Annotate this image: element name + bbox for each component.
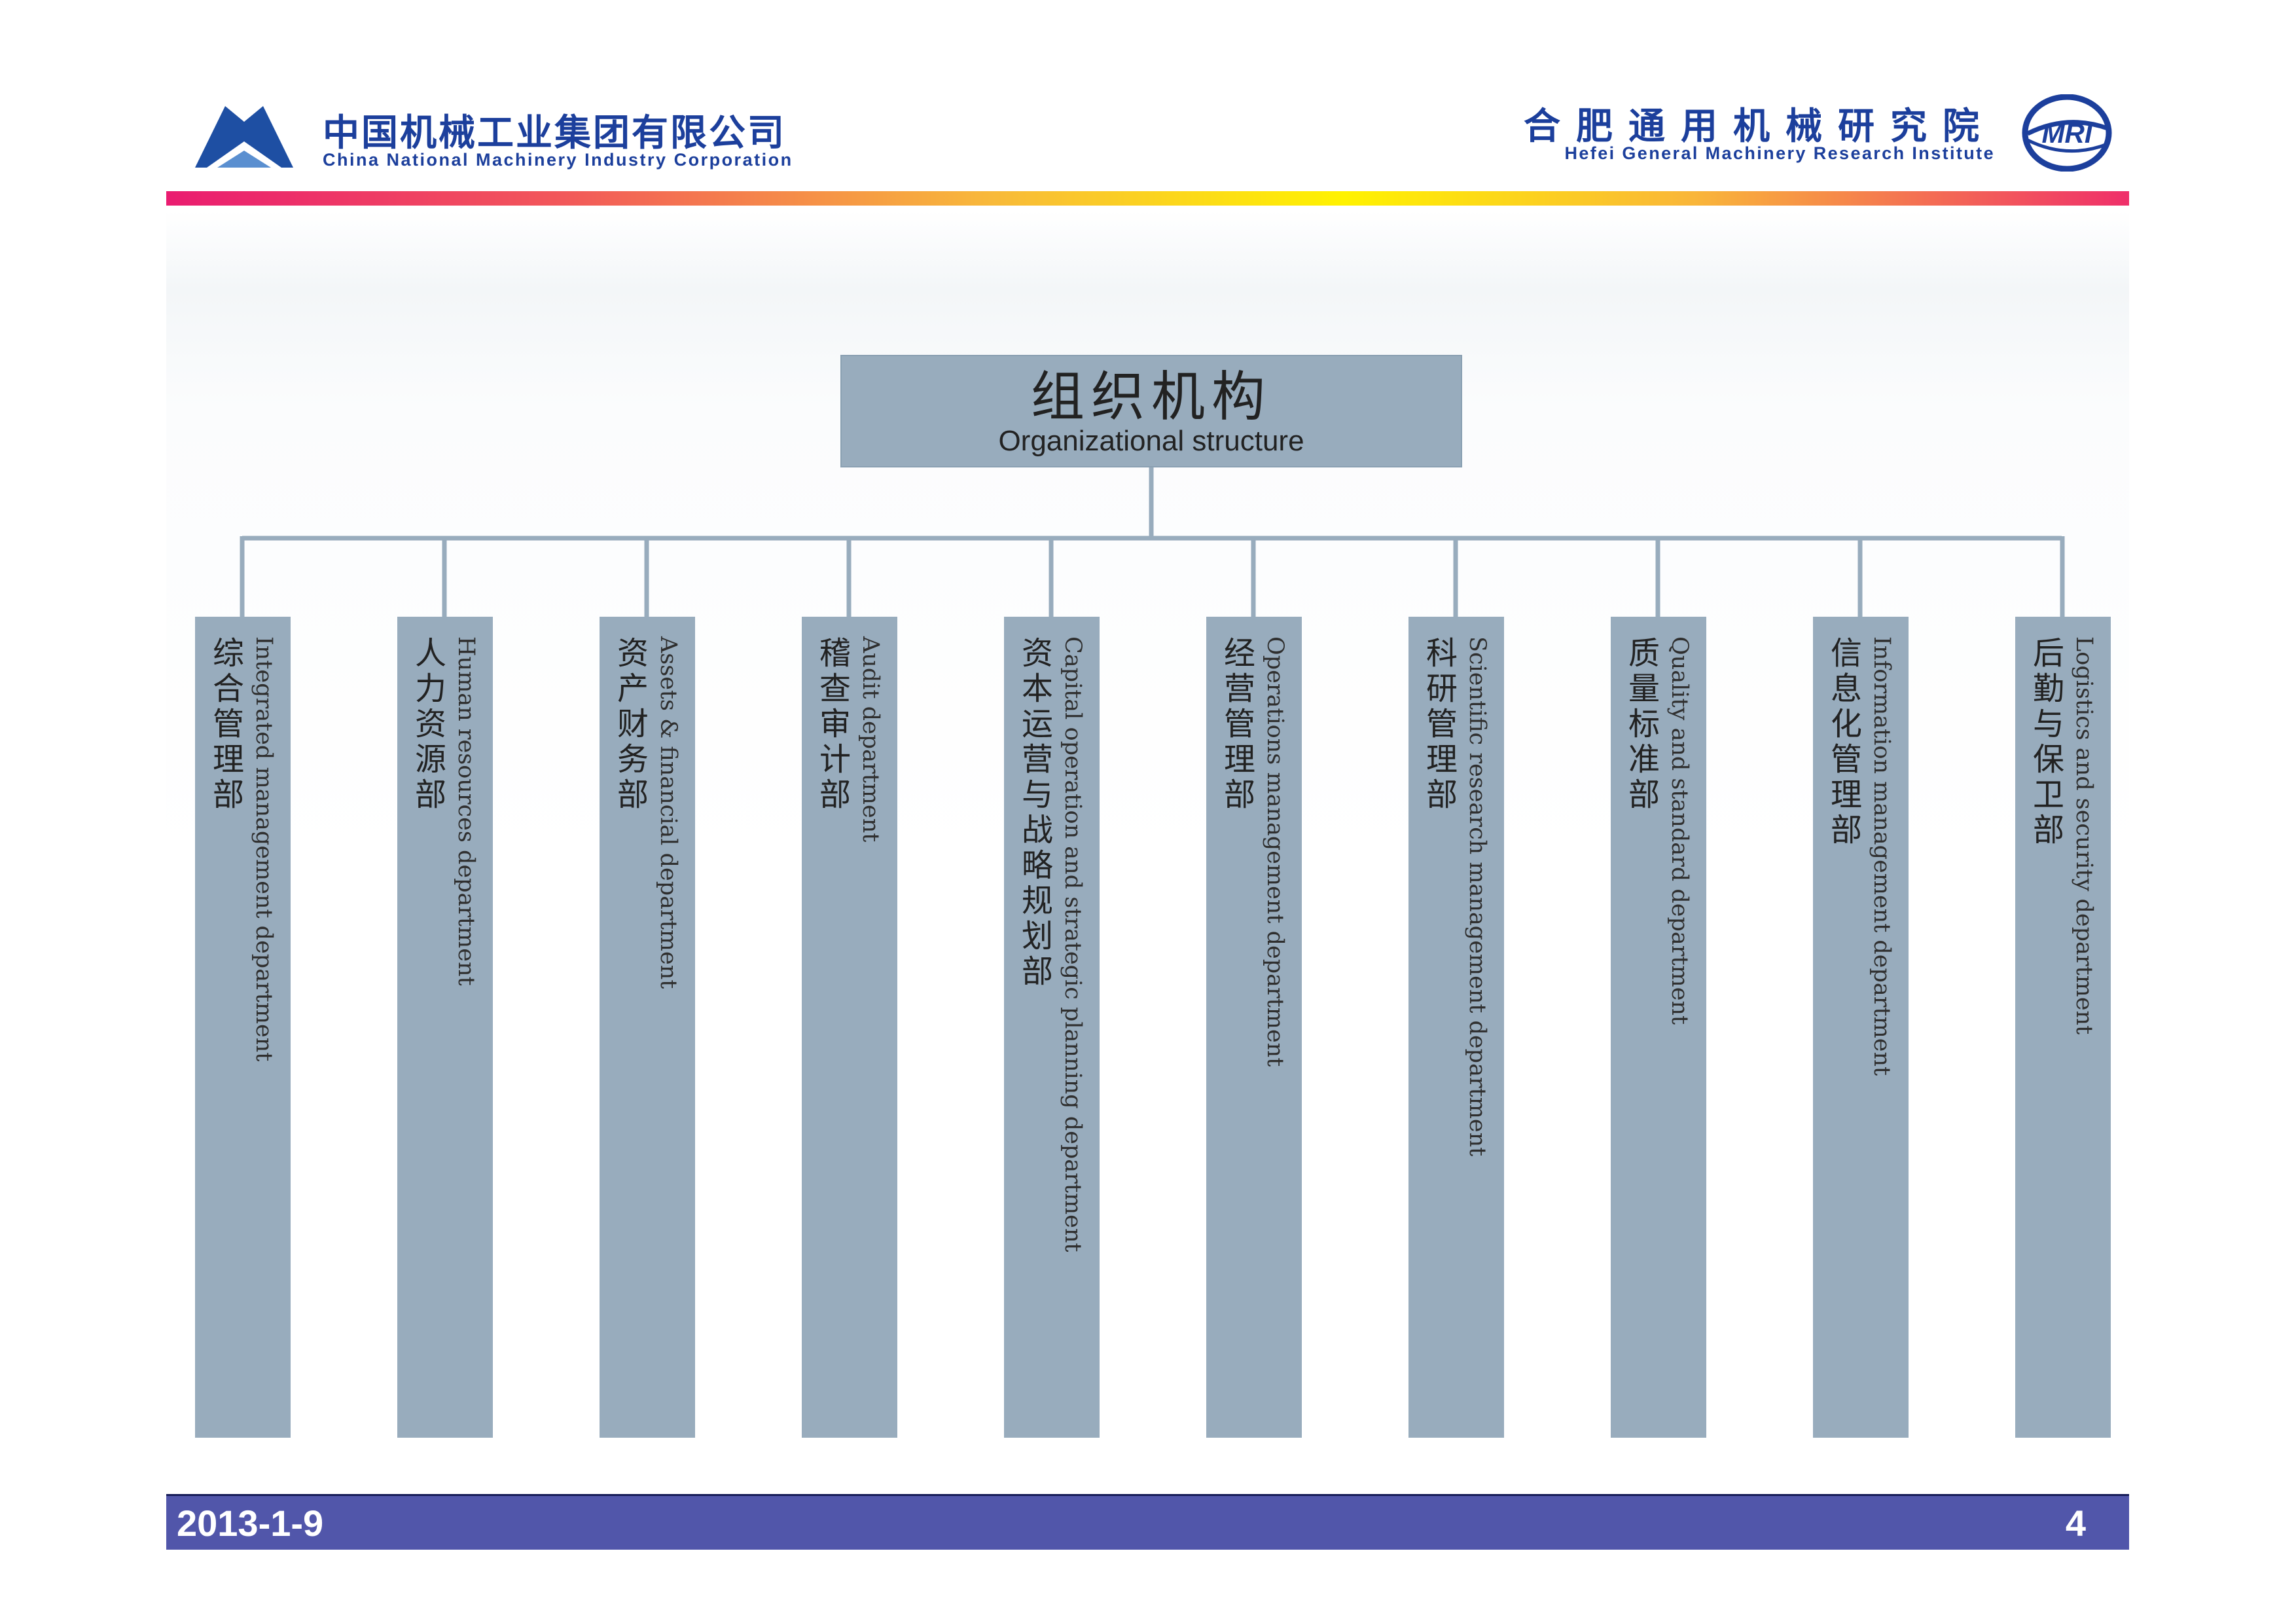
footer-date: 2013-1-9 — [177, 1503, 324, 1544]
dept-name-en: Operations management department — [1262, 636, 1288, 1067]
org-title-en: Organizational structure — [998, 425, 1304, 457]
dept-box-information-management: 信息化管理部 Information management department — [1813, 617, 1909, 1438]
dept-name-cn: 后勤与保卫部 — [2027, 636, 2064, 848]
dept-name-cn: 质量标准部 — [1623, 636, 1659, 813]
company-name-cn: 中国机械工业集团有限公司 — [323, 112, 786, 155]
institute-name-cn: 合肥通用机械研究院 — [1524, 105, 1995, 148]
page-number: 4 — [2065, 1503, 2086, 1544]
dept-name-en: Logistics and security department — [2071, 636, 2097, 1035]
dept-name-en: Assets & financial department — [655, 636, 681, 989]
dept-box-assets-financial: 资产财务部 Assets & financial department — [600, 617, 695, 1438]
dept-name-en: Quality and standard department — [1666, 636, 1693, 1025]
dept-name-cn: 资产财务部 — [611, 636, 648, 813]
dept-name-cn: 人力资源部 — [409, 636, 446, 813]
dept-box-capital-operation: 资本运营与战略规划部 Capital operation and strateg… — [1004, 617, 1100, 1438]
company-name-en: China National Machinery Industry Corpor… — [323, 150, 793, 170]
dept-box-integrated-management: 综合管理部 Integrated management department — [195, 617, 291, 1438]
dept-name-en: Human resources department — [453, 636, 479, 986]
institute-name-en: Hefei General Machinery Research Institu… — [1564, 143, 1995, 163]
dept-name-cn: 信息化管理部 — [1825, 636, 1861, 848]
dept-name-cn: 稽查审计部 — [814, 636, 850, 813]
dept-box-operations-management: 经营管理部 Operations management department — [1206, 617, 1302, 1438]
dept-name-cn: 科研管理部 — [1420, 636, 1457, 813]
dept-name-en: Audit department — [857, 636, 884, 843]
dept-name-cn: 经营管理部 — [1218, 636, 1255, 813]
org-root-box: 组织机构 Organizational structure — [840, 355, 1462, 467]
dept-box-scientific-research: 科研管理部 Scientific research management dep… — [1408, 617, 1504, 1438]
dept-name-cn: 综合管理部 — [207, 636, 243, 813]
mri-logo-icon: MRI — [2022, 94, 2112, 172]
dept-name-cn: 资本运营与战略规划部 — [1016, 636, 1052, 990]
footer-bar: 2013-1-9 4 — [166, 1494, 2129, 1550]
dept-name-en: Capital operation and strategic planning… — [1060, 636, 1086, 1252]
cnmic-logo-icon — [195, 100, 293, 168]
dept-name-en: Information management department — [1869, 636, 1895, 1076]
header-gradient-bar — [166, 191, 2129, 206]
dept-box-quality-standard: 质量标准部 Quality and standard department — [1611, 617, 1706, 1438]
drop-connectors — [240, 536, 2065, 622]
dept-box-logistics-security: 后勤与保卫部 Logistics and security department — [2015, 617, 2111, 1438]
mri-logo-text: MRI — [2042, 118, 2093, 149]
dept-name-en: Integrated management department — [251, 636, 277, 1062]
dept-name-en: Scientific research management departmen… — [1464, 636, 1490, 1157]
dept-box-human-resources: 人力资源部 Human resources department — [397, 617, 493, 1438]
dept-box-audit: 稽查审计部 Audit department — [802, 617, 897, 1438]
org-title-cn: 组织机构 — [1030, 366, 1272, 428]
